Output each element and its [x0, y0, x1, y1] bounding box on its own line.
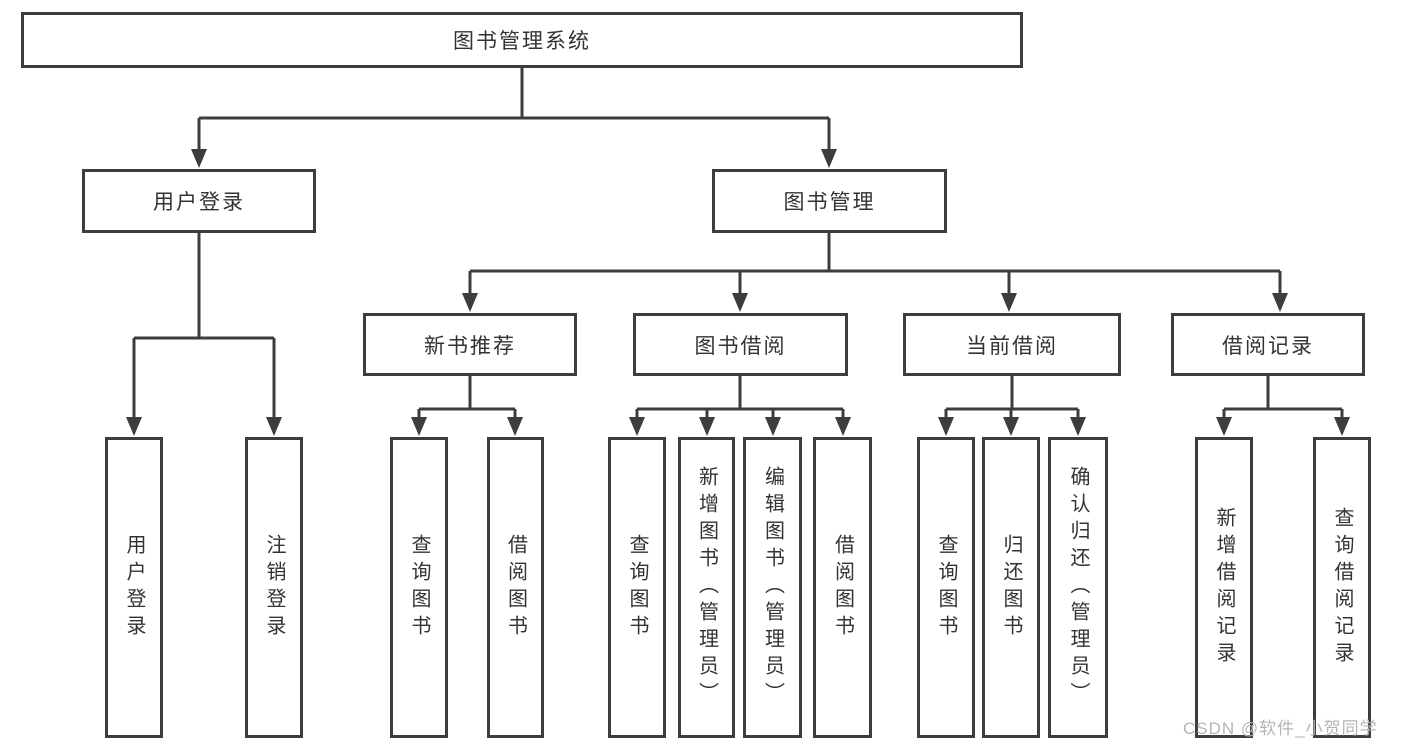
leaf-borrow-books-borrowing: 借阅图书: [813, 437, 872, 738]
arrow-down-icon: [191, 149, 207, 168]
leaf-label: 新增图书（管理员）: [695, 466, 718, 709]
node-label: 用户登录: [153, 191, 245, 214]
leaf-confirm-return-admin: 确认归还（管理员）: [1048, 437, 1108, 738]
node-label: 新书推荐: [424, 334, 516, 358]
leaf-label: 借阅图书: [504, 533, 527, 642]
leaf-label: 借阅图书: [831, 533, 854, 642]
arrow-down-icon: [507, 417, 523, 436]
arrow-down-icon: [629, 417, 645, 436]
leaf-query-books-recommend: 查询图书: [390, 437, 448, 738]
node-user-login: 用户登录: [82, 169, 316, 233]
arrow-down-icon: [835, 417, 851, 436]
node-book-borrowing: 图书借阅: [633, 313, 848, 376]
arrow-down-icon: [462, 293, 478, 312]
leaf-borrow-books-recommend: 借阅图书: [487, 437, 544, 738]
leaf-label: 查询图书: [408, 533, 430, 642]
node-book-management: 图书管理: [712, 169, 947, 233]
node-current-borrowing: 当前借阅: [903, 313, 1121, 376]
leaf-query-books-borrowing: 查询图书: [608, 437, 666, 738]
leaf-label: 归还图书: [1000, 533, 1022, 642]
tree-edges: [132, 68, 1344, 420]
arrow-down-icon: [1216, 417, 1232, 436]
node-borrowing-records: 借阅记录: [1171, 313, 1365, 376]
node-library-management-system: 图书管理系统: [21, 12, 1023, 68]
arrow-down-icon: [1334, 417, 1350, 436]
leaf-label: 编辑图书（管理员）: [761, 466, 784, 709]
leaf-label: 新增借阅记录: [1213, 506, 1235, 669]
node-label: 图书管理: [783, 191, 876, 214]
arrow-down-icon: [1272, 293, 1288, 312]
leaf-query-borrow-record: 查询借阅记录: [1313, 437, 1371, 738]
node-label: 当前借阅: [966, 334, 1058, 358]
node-new-book-recommend: 新书推荐: [363, 313, 577, 376]
arrow-down-icon: [1070, 417, 1086, 436]
arrow-down-icon: [411, 417, 427, 436]
arrow-down-icon: [821, 149, 837, 168]
arrow-down-icon: [765, 417, 781, 436]
leaf-label: 查询图书: [626, 533, 648, 642]
arrow-down-icon: [938, 417, 954, 436]
leaf-query-books-current: 查询图书: [917, 437, 975, 738]
arrowheads: [126, 149, 1350, 436]
arrow-down-icon: [266, 417, 282, 436]
csdn-watermark: CSDN @软件_小贺同学: [1183, 719, 1378, 738]
leaf-return-books: 归还图书: [982, 437, 1040, 738]
leaf-label: 注销登录: [263, 533, 285, 642]
arrow-down-icon: [1003, 417, 1019, 436]
leaf-user-login: 用户登录: [105, 437, 163, 738]
leaf-logout: 注销登录: [245, 437, 303, 738]
leaf-label: 确认归还（管理员）: [1067, 466, 1089, 709]
leaf-label: 用户登录: [123, 533, 145, 642]
node-label: 借阅记录: [1222, 334, 1314, 358]
node-label: 图书借阅: [694, 334, 787, 358]
leaf-label: 查询借阅记录: [1331, 506, 1353, 669]
arrow-down-icon: [1001, 293, 1017, 312]
leaf-edit-book-admin: 编辑图书（管理员）: [743, 437, 802, 738]
node-label: 图书管理系统: [453, 30, 591, 53]
leaf-label: 查询图书: [935, 533, 957, 642]
arrow-down-icon: [126, 417, 142, 436]
arrow-down-icon: [699, 417, 715, 436]
leaf-add-book-admin: 新增图书（管理员）: [678, 437, 735, 738]
leaf-add-borrow-record: 新增借阅记录: [1195, 437, 1253, 738]
arrow-down-icon: [732, 293, 748, 312]
